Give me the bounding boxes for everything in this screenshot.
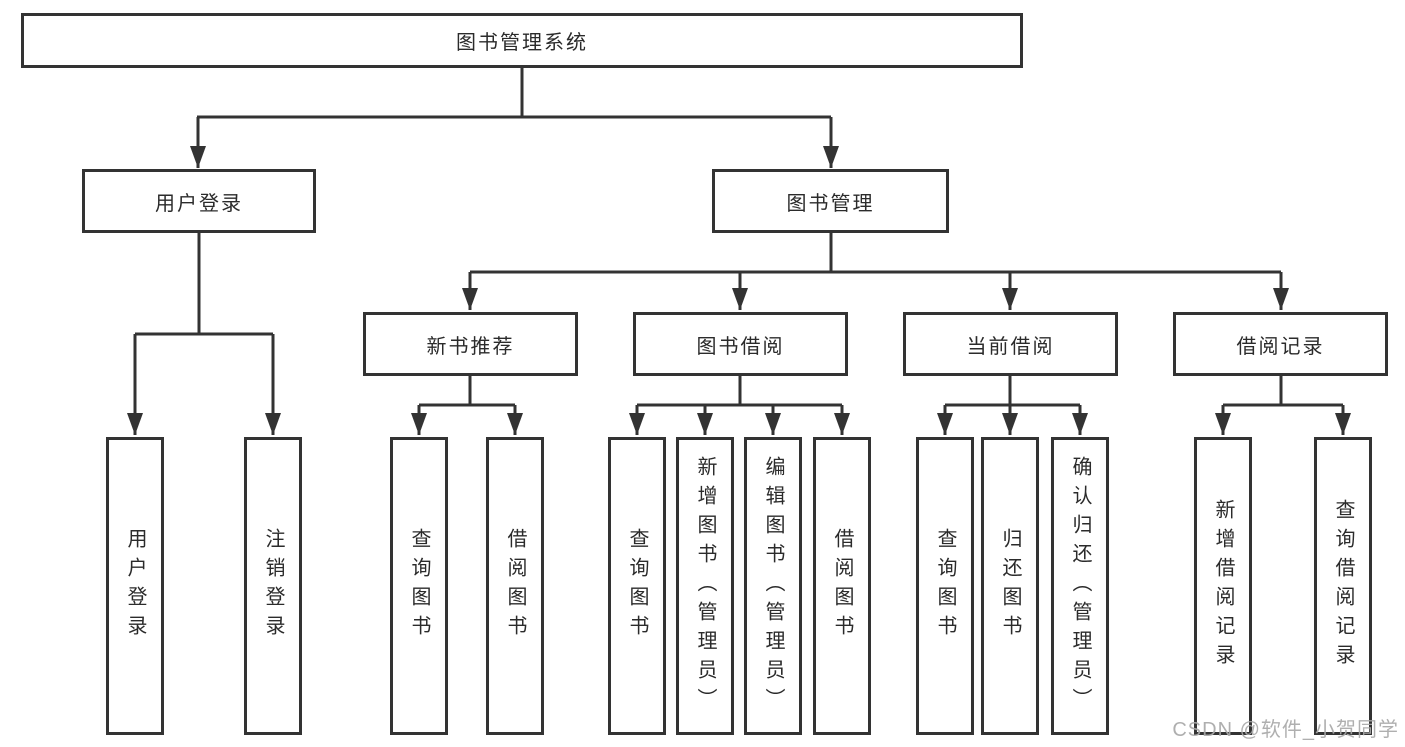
leaf-query-books-borrow: 查询图书 bbox=[608, 437, 666, 735]
node-borrowing-records: 借阅记录 bbox=[1173, 312, 1388, 376]
node-book-management: 图书管理 bbox=[712, 169, 949, 233]
leaf-confirm-return-admin: 确认归还（管理员） bbox=[1051, 437, 1109, 735]
node-user-login: 用户登录 bbox=[82, 169, 316, 233]
leaf-add-borrow-record: 新增借阅记录 bbox=[1194, 437, 1252, 735]
leaf-user-login: 用户登录 bbox=[106, 437, 164, 735]
leaf-return-books: 归还图书 bbox=[981, 437, 1039, 735]
leaf-borrow-books-recommend: 借阅图书 bbox=[486, 437, 544, 735]
leaf-logout: 注销登录 bbox=[244, 437, 302, 735]
leaf-edit-books-admin: 编辑图书（管理员） bbox=[744, 437, 802, 735]
csdn-watermark: CSDN @软件_小贺同学 bbox=[1172, 719, 1399, 741]
leaf-add-books-admin: 新增图书（管理员） bbox=[676, 437, 734, 735]
leaf-query-books-current: 查询图书 bbox=[916, 437, 974, 735]
node-root: 图书管理系统 bbox=[21, 13, 1023, 68]
node-book-borrowing: 图书借阅 bbox=[633, 312, 848, 376]
node-new-book-recommendation: 新书推荐 bbox=[363, 312, 578, 376]
leaf-borrow-books: 借阅图书 bbox=[813, 437, 871, 735]
leaf-query-borrow-record: 查询借阅记录 bbox=[1314, 437, 1372, 735]
leaf-query-books-recommend: 查询图书 bbox=[390, 437, 448, 735]
node-current-borrowing: 当前借阅 bbox=[903, 312, 1118, 376]
